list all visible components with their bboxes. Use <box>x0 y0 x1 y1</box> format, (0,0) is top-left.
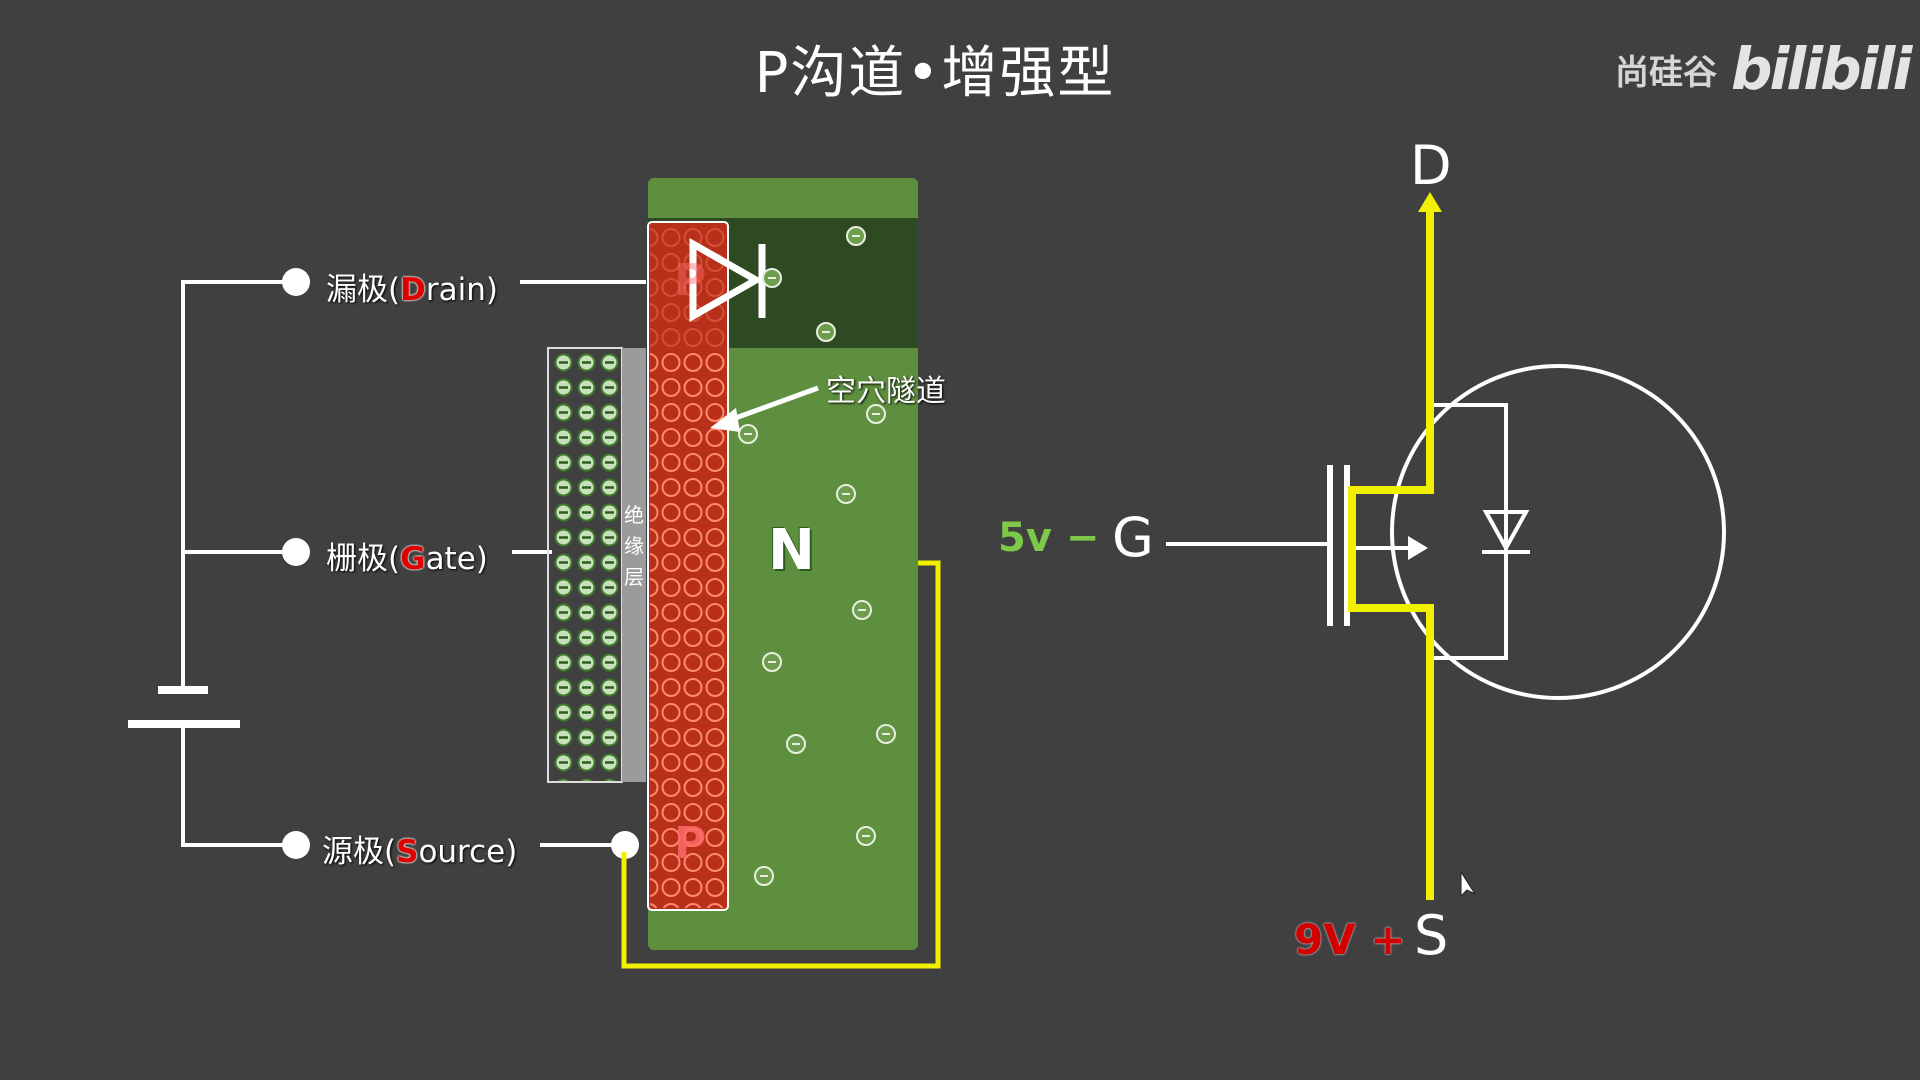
gate-label: 栅极(Gate) <box>326 541 488 577</box>
drain-label: 漏极(Drain) <box>326 272 498 308</box>
drain-region-holes <box>650 222 726 348</box>
symbol-current-path <box>1348 206 1434 900</box>
n-substrate-label: N <box>768 518 815 583</box>
brand: 尚硅谷 bilibili <box>1615 35 1912 103</box>
drain-arrow-icon <box>1418 192 1442 212</box>
electron-signs <box>744 235 890 877</box>
page-title: P沟道•增强型 <box>754 41 1116 106</box>
gate-plate <box>547 347 623 783</box>
hole-channel-label: 空穴隧道 <box>826 374 946 409</box>
hole-channel <box>650 348 726 782</box>
terminal-dots <box>282 268 639 859</box>
gate-voltage-label: 5v − <box>998 515 1100 561</box>
source-region-label: P <box>674 818 707 869</box>
current-loop <box>621 560 941 969</box>
mouse-cursor-icon <box>1460 870 1477 898</box>
insulator-layer <box>622 348 646 782</box>
source-region-holes <box>650 782 726 908</box>
source-voltage-label: 9V + <box>1294 915 1406 964</box>
bilibili-logo: bilibili <box>1731 35 1912 103</box>
insulator-label: 绝缘层 <box>624 503 644 589</box>
symbol-gate-label: G <box>1112 506 1154 569</box>
symbol-source-label: S <box>1414 904 1449 967</box>
body-diode-icon <box>689 237 766 323</box>
mosfet-symbol <box>1166 364 1726 700</box>
channel-pointer-arrow <box>710 385 819 432</box>
source-label: 源极(Source) <box>322 834 518 870</box>
brand-name: 尚硅谷 <box>1615 52 1717 93</box>
symbol-drain-label: D <box>1410 134 1452 197</box>
device-wires <box>512 280 646 847</box>
drain-region-label: P <box>674 255 707 306</box>
electrons <box>738 226 896 886</box>
battery-circuit <box>128 280 296 847</box>
